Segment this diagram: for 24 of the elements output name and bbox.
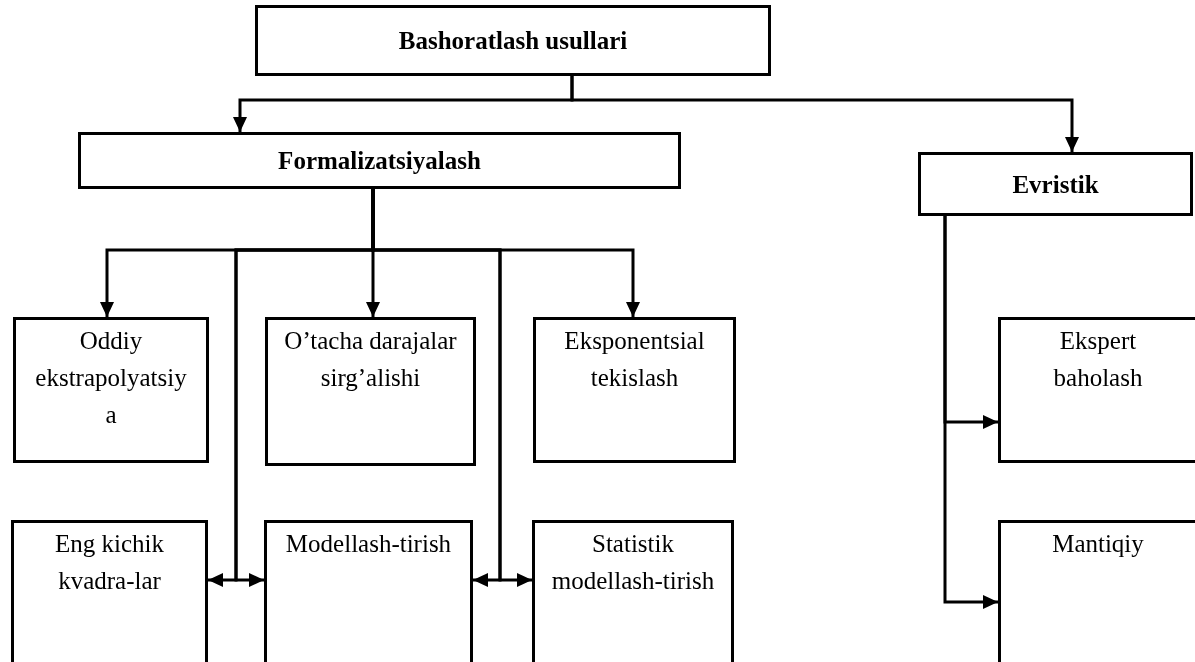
box-label: O’tacha darajalar sirg’alishi [283, 326, 458, 393]
method-box [533, 317, 736, 463]
method-box [998, 317, 1195, 463]
method-box [11, 520, 208, 662]
method-box [265, 317, 476, 466]
arrow [943, 216, 998, 609]
method-box [13, 317, 209, 463]
method-box [532, 520, 734, 662]
arrow [570, 76, 1079, 152]
category-box [78, 132, 681, 189]
box-label: Eksponentsial tekislash [563, 326, 706, 393]
box-label: Eng kichik kvadra-lar [54, 529, 165, 596]
box-label: Ekspert baholash [1052, 326, 1144, 393]
box-label: Bashoratlash usullari [398, 26, 628, 56]
method-box [264, 520, 473, 662]
category-box [255, 5, 771, 76]
box-label: Modellash-tirish [284, 529, 453, 559]
box-label: Statistik modellash-tirish [550, 529, 716, 596]
category-box [918, 152, 1193, 216]
box-label: Evristik [1012, 169, 1099, 200]
box-label: Mantiqiy [1051, 529, 1145, 559]
box-label: Formalizatsiyalash [278, 146, 481, 176]
box-label: Oddiy ekstrapolyatsiya [34, 326, 188, 430]
method-box [998, 520, 1195, 662]
